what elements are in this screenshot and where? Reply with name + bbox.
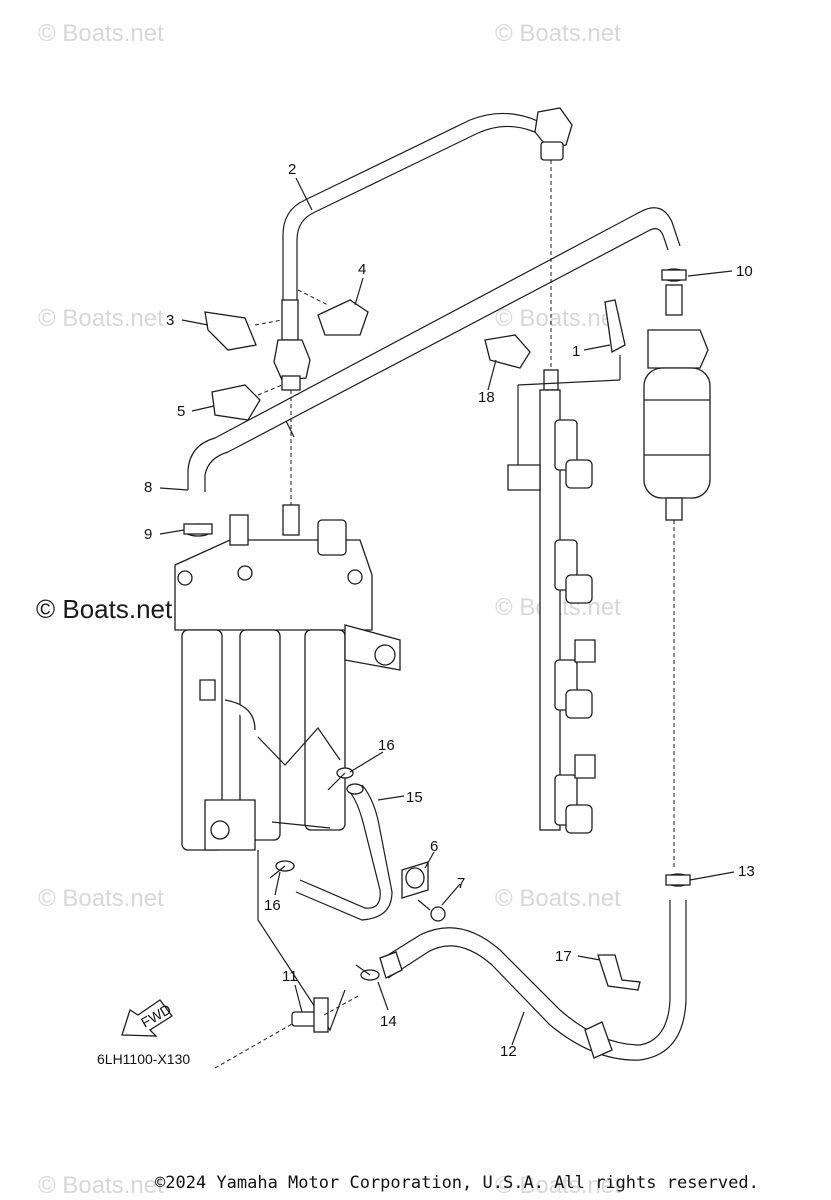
callout-7: 7 xyxy=(457,875,465,892)
clip-13 xyxy=(665,873,691,887)
clamp-6 xyxy=(401,861,429,899)
callout-15: 15 xyxy=(406,789,423,806)
callout-12: 12 xyxy=(500,1043,517,1060)
hose-12 xyxy=(379,900,687,1061)
watermark: © Boats.net xyxy=(38,1172,164,1199)
frame-lines xyxy=(257,850,346,1032)
callout-16-upper: 16 xyxy=(378,737,395,754)
callout-4: 4 xyxy=(358,261,366,278)
callout-3: 3 xyxy=(166,312,174,329)
callout-5: 5 xyxy=(177,403,185,420)
watermark: © Boats.net xyxy=(495,885,621,912)
leader-zigzag xyxy=(257,727,341,766)
watermark: © Boats.net xyxy=(495,305,621,332)
watermark: © Boats.net xyxy=(38,20,164,47)
clip-9 xyxy=(183,523,213,537)
watermark-strong: © Boats.net xyxy=(36,594,173,624)
callout-10: 10 xyxy=(736,263,753,280)
callout-2: 2 xyxy=(288,161,296,178)
clip-16-upper xyxy=(327,767,354,791)
callout-18: 18 xyxy=(478,389,495,406)
engine-block xyxy=(174,504,401,851)
fuel-pump xyxy=(643,284,711,870)
clip-16-lower xyxy=(269,860,295,879)
watermark: © Boats.net xyxy=(495,1172,621,1199)
callout-8: 8 xyxy=(144,479,152,496)
watermark: © Boats.net xyxy=(38,305,164,332)
callout-14: 14 xyxy=(380,1013,397,1030)
hose-2-fitting xyxy=(273,299,311,505)
callout-leaders xyxy=(159,177,735,1046)
callout-17: 17 xyxy=(555,948,572,965)
clip-14 xyxy=(355,964,380,981)
clamp-3 xyxy=(204,311,257,351)
hose-8 xyxy=(187,207,681,492)
callout-9: 9 xyxy=(144,526,152,543)
hose-2 xyxy=(282,107,573,378)
watermark: © Boats.net xyxy=(38,885,164,912)
clamp-18 xyxy=(484,334,531,369)
diagram-code: 6LH1100-X130 xyxy=(97,1051,190,1067)
callout-1: 1 xyxy=(572,343,580,360)
callout-16-lower: 16 xyxy=(264,897,281,914)
copyright-notice: ©2024 Yamaha Motor Corporation, U.S.A. A… xyxy=(155,1173,759,1193)
clamp-1 xyxy=(604,299,626,354)
bolt-7 xyxy=(417,899,446,922)
clamp-4 xyxy=(317,299,369,336)
hose-15 xyxy=(295,783,393,921)
callout-6: 6 xyxy=(430,838,438,855)
watermark: © Boats.net xyxy=(495,20,621,47)
frame-line xyxy=(271,821,331,829)
fuel-rail xyxy=(507,355,621,834)
joint-11 xyxy=(214,994,361,1069)
fwd-arrow: FWD xyxy=(121,999,174,1037)
clamp-5 xyxy=(211,384,261,421)
callout-13: 13 xyxy=(738,863,755,880)
callout-11: 11 xyxy=(282,968,298,985)
clamp-17 xyxy=(597,954,641,991)
clip-10 xyxy=(661,268,687,282)
